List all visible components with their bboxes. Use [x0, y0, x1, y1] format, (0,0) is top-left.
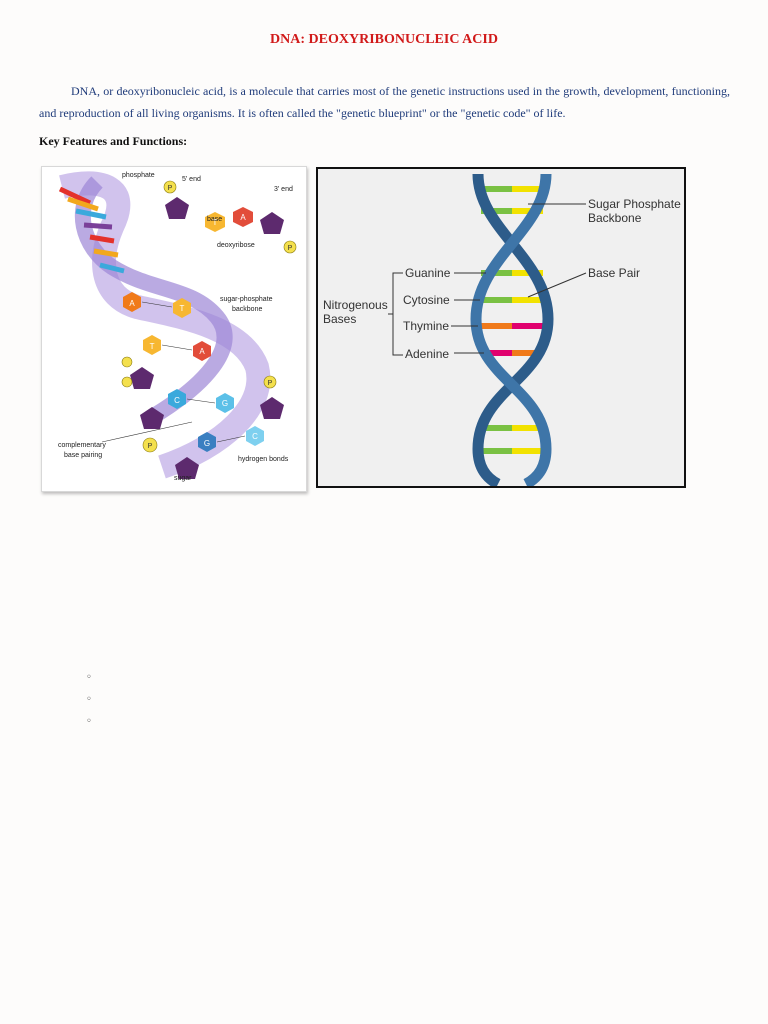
- label-base: base: [207, 216, 222, 223]
- base-pair-rung: [512, 208, 543, 214]
- base-pair-rung: [512, 350, 543, 356]
- helix-band-back: [74, 176, 233, 424]
- list-item: [86, 716, 92, 738]
- label-deoxyribose: deoxyribose: [217, 242, 255, 249]
- base-pair-rung: [481, 448, 512, 454]
- empty-bullet-list: [86, 672, 92, 738]
- label-phosphate: phosphate: [122, 172, 155, 179]
- label-guanine: Guanine: [405, 266, 451, 280]
- svg-text:T: T: [180, 304, 185, 313]
- base-pair-rung: [481, 350, 512, 356]
- dna-helix-figure: Sugar Phosphate Backbone Base Pair Nitro…: [316, 167, 686, 488]
- svg-text:T: T: [213, 218, 218, 227]
- label-pairing-1: complementary: [58, 442, 106, 449]
- key-features-heading: Key Features and Functions:: [39, 134, 188, 148]
- label-sugar: sugar: [174, 475, 192, 482]
- svg-text:T: T: [150, 342, 155, 351]
- base-pair-rung: [481, 297, 512, 303]
- label-base-pair: Base Pair: [588, 266, 640, 280]
- svg-text:P: P: [268, 380, 273, 387]
- label-5-end: 5' end: [182, 176, 201, 183]
- base-pairs: A T T A C G G C: [123, 292, 264, 452]
- label-backbone-1: Sugar Phosphate: [588, 197, 681, 211]
- base-pair-rung: [481, 186, 512, 192]
- helix-strand-1: [472, 173, 554, 486]
- svg-text:A: A: [129, 299, 135, 308]
- nucleotide-strip: T A: [205, 207, 253, 232]
- label-pairing-2: base pairing: [64, 452, 102, 459]
- dna-structure-figure: A T T A C G G C: [41, 166, 307, 492]
- svg-text:C: C: [174, 396, 180, 405]
- label-backbone-1: sugar-phosphate: [220, 296, 273, 303]
- helix-band: [59, 171, 271, 479]
- label-adenine: Adenine: [405, 347, 449, 361]
- label-backbone-2: backbone: [232, 306, 262, 313]
- base-pair-rung: [481, 323, 512, 329]
- base-pair-rung: [481, 208, 512, 214]
- svg-text:P: P: [168, 185, 173, 192]
- base-pair-rung: [512, 186, 543, 192]
- label-bases: Bases: [323, 312, 356, 326]
- helix-rungs: [58, 186, 125, 274]
- sugar-pentagons: [130, 197, 284, 479]
- svg-text:C: C: [252, 432, 258, 441]
- svg-text:A: A: [199, 347, 205, 356]
- base-pair-rung: [481, 425, 512, 431]
- list-item: [86, 694, 92, 716]
- intro-paragraph: DNA, or deoxyribonucleic acid, is a mole…: [39, 84, 730, 120]
- label-nitrogenous: Nitrogenous: [323, 298, 388, 312]
- phosphate-circles: [121, 180, 297, 453]
- base-pair-rung: [512, 448, 543, 454]
- label-cytosine: Cytosine: [403, 293, 450, 307]
- svg-text:G: G: [222, 399, 228, 408]
- svg-text:A: A: [240, 213, 246, 222]
- document-title: DNA: DEOXYRIBONUCLEIC ACID: [270, 32, 498, 47]
- label-hydrogen-bonds: hydrogen bonds: [238, 456, 289, 463]
- helix-strand-2: [470, 173, 552, 486]
- label-backbone-2: Backbone: [588, 211, 642, 225]
- label-thymine: Thymine: [403, 319, 449, 333]
- label-3-end: 3' end: [274, 186, 293, 193]
- base-pair-rung: [512, 323, 543, 329]
- list-item: [86, 672, 92, 694]
- base-pair-rung: [512, 297, 543, 303]
- svg-text:G: G: [204, 439, 210, 448]
- svg-text:P: P: [148, 443, 153, 450]
- base-pair-rung: [512, 425, 543, 431]
- svg-text:P: P: [288, 245, 293, 252]
